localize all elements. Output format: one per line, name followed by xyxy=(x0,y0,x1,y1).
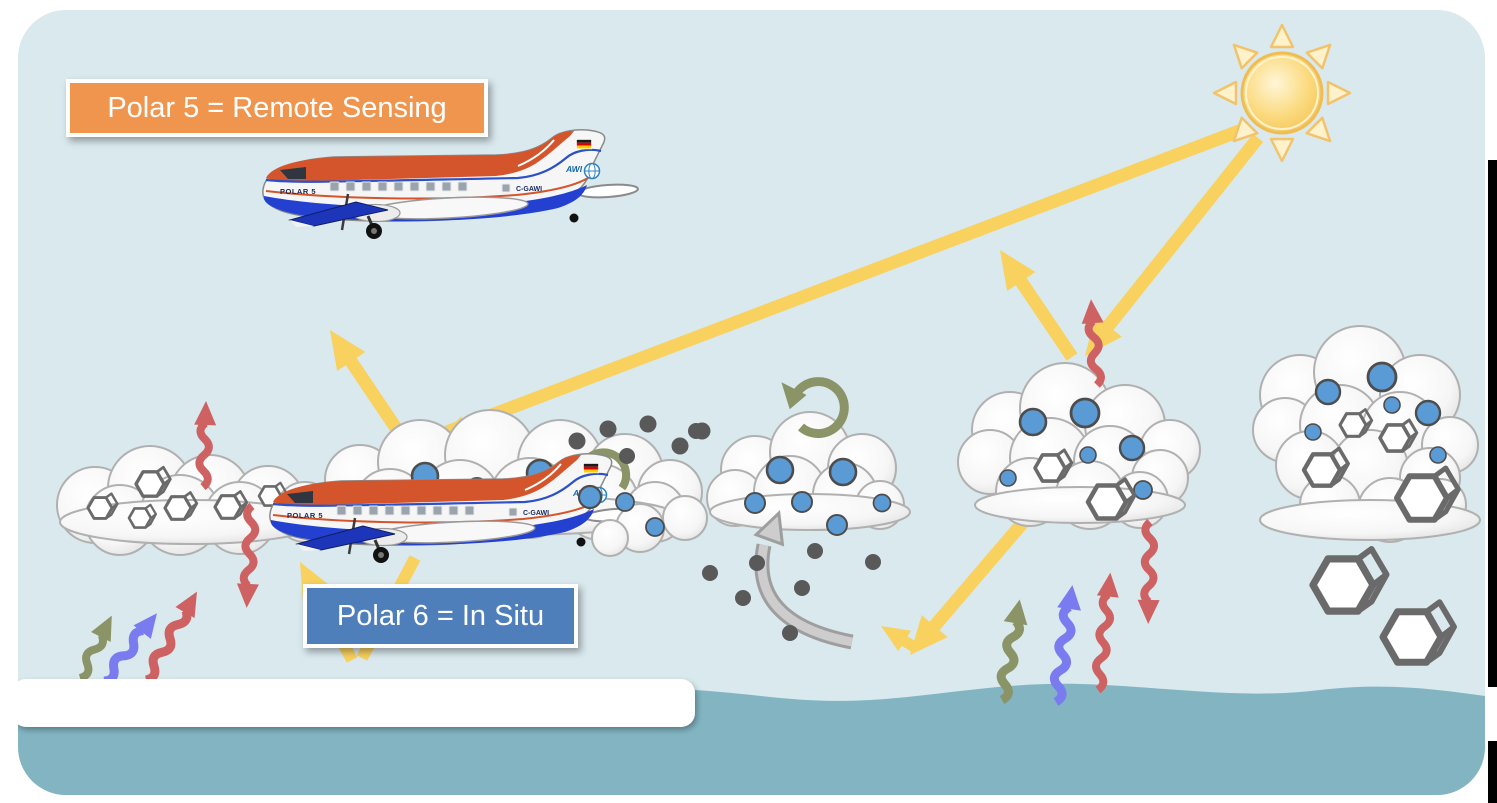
next-slide-edge-bottom xyxy=(1488,741,1497,803)
label-polar5: Polar 5 = Remote Sensing xyxy=(66,79,488,137)
cloud-front-puffs xyxy=(591,495,708,557)
flux-arrow-green-sea-left xyxy=(78,615,112,682)
next-slide-edge-top xyxy=(1488,160,1497,687)
sunbeam-to-sea xyxy=(881,500,1043,655)
caption-bar xyxy=(18,679,695,727)
thermal-arrow-down-cloud4 xyxy=(1137,518,1160,624)
aerosol-dot-icons xyxy=(568,415,881,641)
thermal-arrow-down-left-cloud xyxy=(236,502,260,608)
label-polar6: Polar 6 = In Situ xyxy=(303,584,578,648)
sunbeam-reflected-up-left xyxy=(330,330,408,441)
thermal-arrow-up-sea-left xyxy=(144,591,197,685)
rotation-arrow-icon xyxy=(781,377,849,438)
thermal-arrow-up-left-cloud xyxy=(194,401,217,491)
flux-arrow-green-sea-right xyxy=(996,599,1028,704)
flux-arrow-blue-sea-left xyxy=(103,613,157,686)
label-polar6-text: Polar 6 = In Situ xyxy=(336,599,545,632)
flux-arrow-blue-sea-right xyxy=(1049,585,1081,706)
thermal-arrow-up-cloud4 xyxy=(1081,299,1105,388)
sunbeam-to-cloud xyxy=(1085,133,1264,356)
sunbeam-cloud-reflection-up xyxy=(1000,250,1078,361)
thermal-arrow-up-sea-right xyxy=(1092,572,1119,694)
label-polar5-text: Polar 5 = Remote Sensing xyxy=(107,91,447,124)
sun-icon xyxy=(1212,23,1352,163)
